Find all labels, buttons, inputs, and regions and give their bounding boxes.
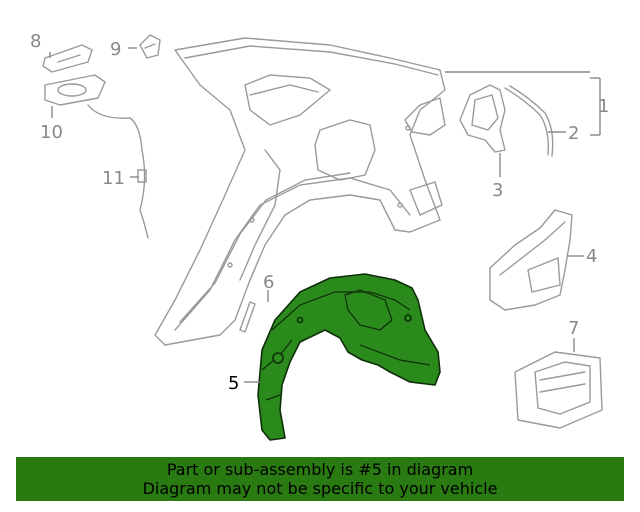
part-11-cable-end (137, 169, 147, 183)
callout-1[interactable]: 1 (598, 96, 609, 117)
callout-10[interactable]: 10 (40, 122, 63, 143)
callout-2[interactable]: 2 (568, 123, 579, 144)
leader-lines (49, 47, 601, 383)
banner-line-1: Part or sub-assembly is #5 in diagram (166, 460, 474, 479)
part-11-cable (87, 104, 149, 239)
part-10-housing (44, 74, 106, 106)
callout-6[interactable]: 6 (263, 272, 274, 293)
callout-5[interactable]: 5 (228, 373, 239, 394)
banner-line-2: Diagram may not be specific to your vehi… (142, 479, 498, 498)
callout-3[interactable]: 3 (492, 180, 503, 201)
part-2-weatherstrip (504, 87, 550, 156)
part-2-weatherstrip-edge (509, 85, 554, 157)
part-4-inner-panel (489, 209, 573, 311)
callout-8[interactable]: 8 (30, 31, 41, 52)
part-9-clip (139, 34, 161, 59)
part-3-bracket (459, 84, 506, 153)
part-7-vent (514, 351, 603, 429)
info-banner: Part or sub-assembly is #5 in diagram Di… (16, 457, 624, 501)
callout-7[interactable]: 7 (568, 318, 579, 339)
quarter-panel (154, 37, 446, 346)
parts-diagram: 1 2 3 4 5 6 7 8 9 10 11 (30, 31, 609, 441)
part-5-wheelhouse-liner (257, 273, 441, 441)
part-8-cap (42, 44, 93, 73)
part-6-strip (239, 301, 256, 333)
callout-4[interactable]: 4 (586, 246, 597, 267)
callout-9[interactable]: 9 (110, 39, 121, 60)
callout-11[interactable]: 11 (102, 168, 125, 189)
